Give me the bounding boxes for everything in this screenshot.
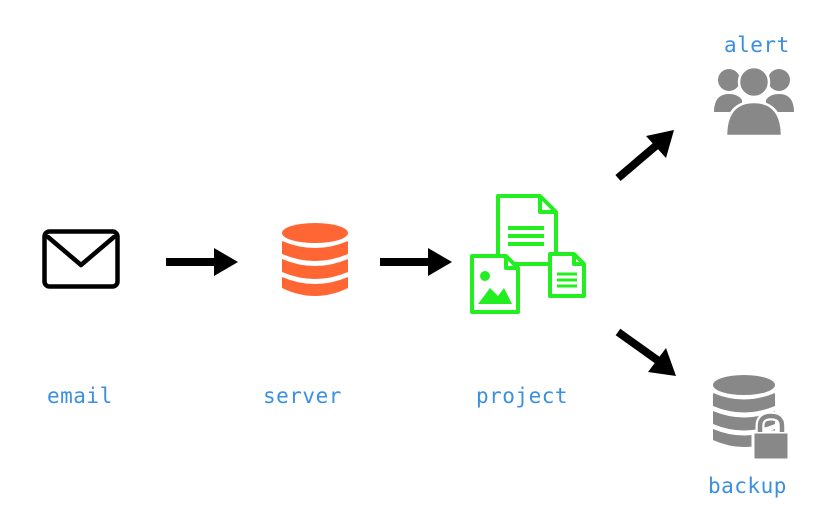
node-label-backup: backup <box>708 474 787 498</box>
arrow-server-to-project <box>380 248 452 276</box>
node-label-alert: alert <box>724 33 790 57</box>
node-label-project: project <box>476 384 569 408</box>
database-lock-icon <box>713 375 791 462</box>
arrow-project-to-backup <box>615 328 676 376</box>
node-label-server: server <box>263 384 342 408</box>
users-icon <box>714 65 794 138</box>
document-files-icon <box>470 194 586 314</box>
envelope-icon <box>42 229 120 289</box>
node-label-email: email <box>47 384 113 408</box>
database-icon <box>282 223 348 296</box>
arrow-project-to-alert <box>615 130 674 182</box>
arrow-email-to-server <box>166 248 238 276</box>
